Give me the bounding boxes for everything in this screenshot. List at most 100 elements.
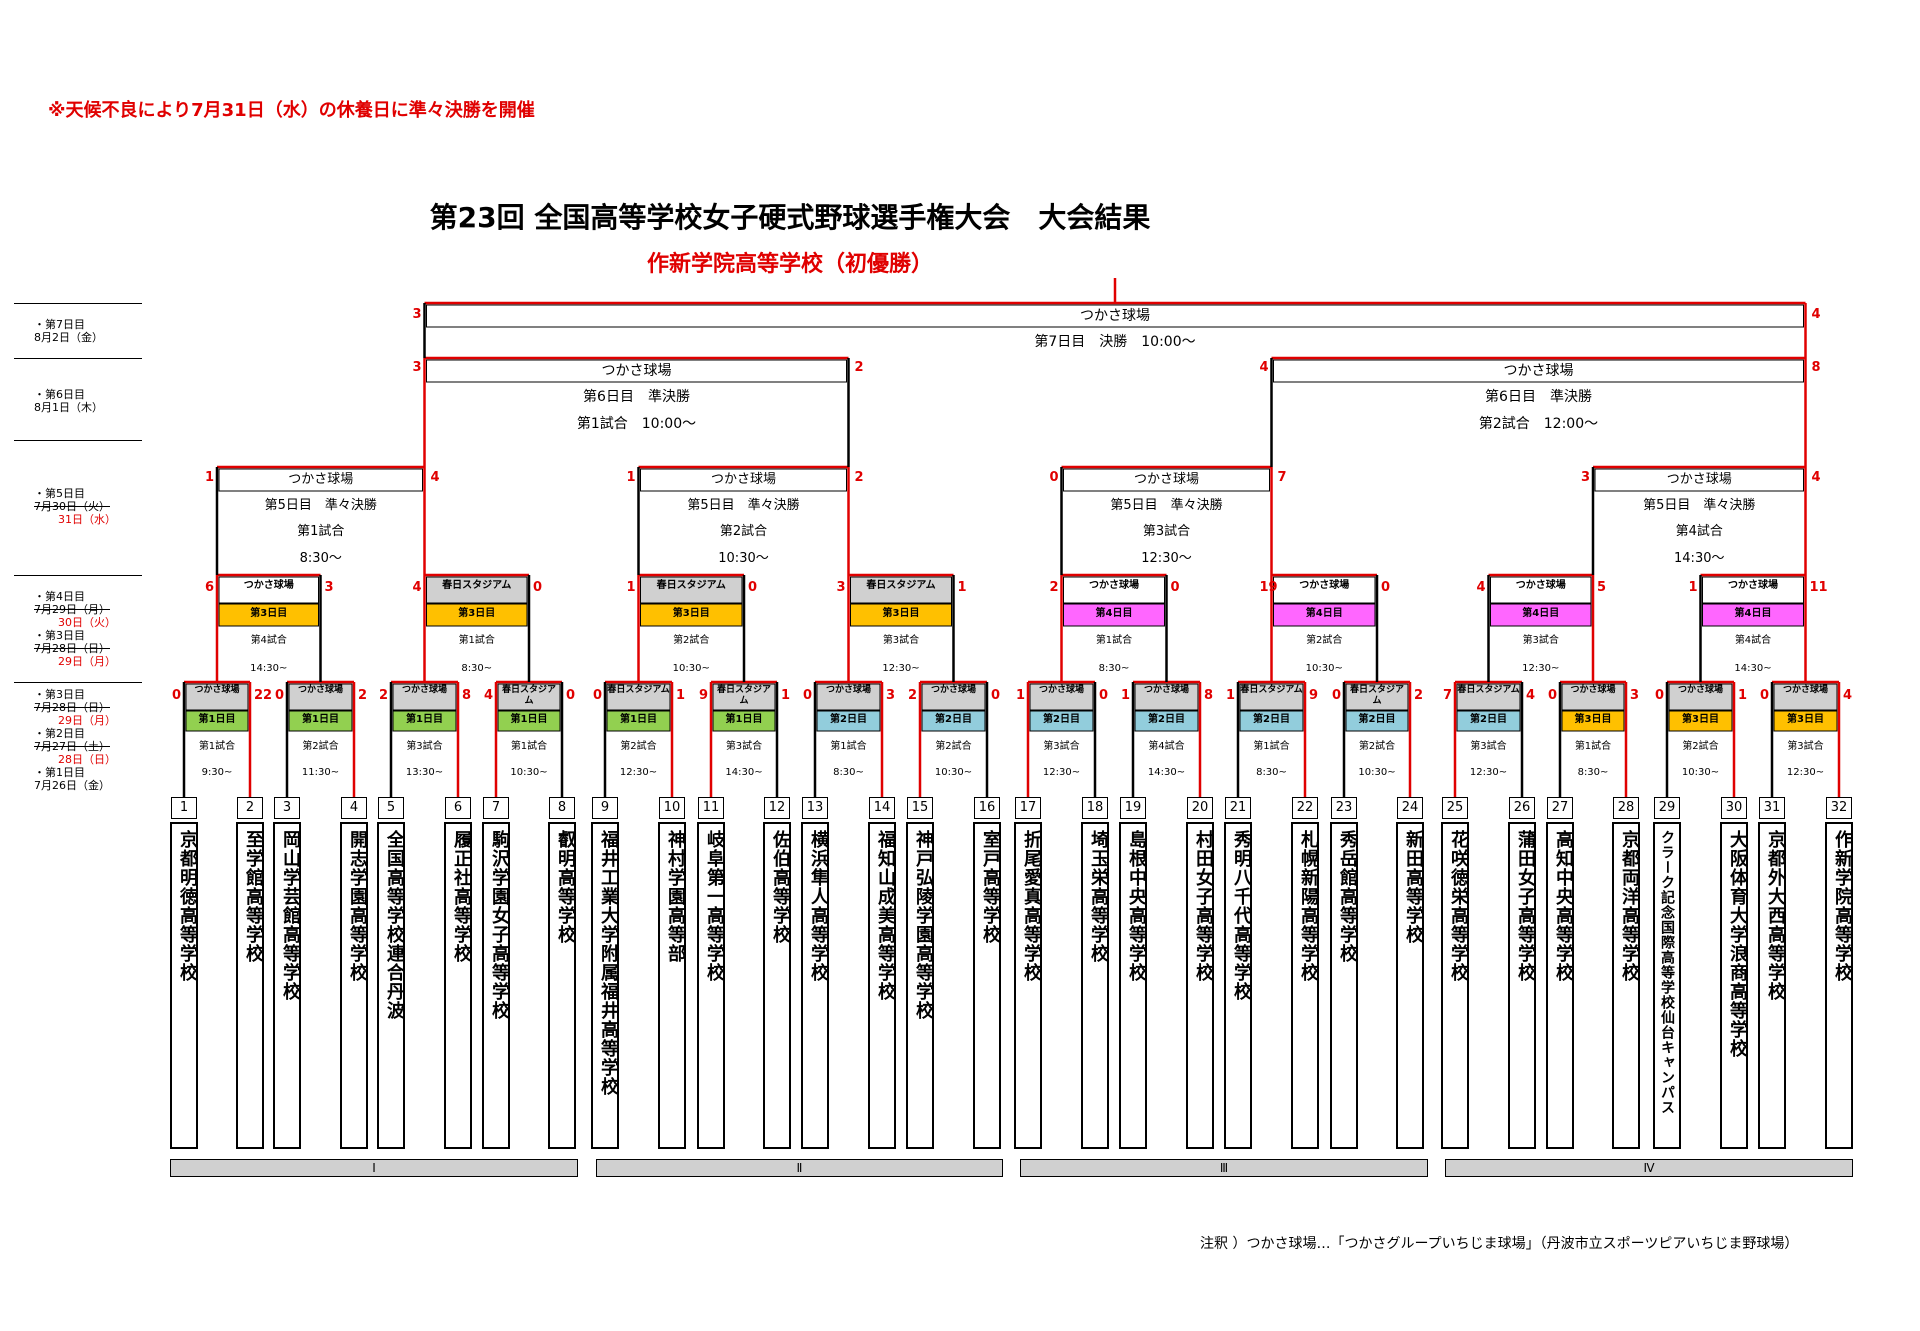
right-score: 22 [254, 688, 273, 703]
day-label-line: ・第4日目 [34, 590, 85, 603]
school-number: 28 [1613, 797, 1639, 819]
game-label: 第3試合 [882, 635, 920, 646]
day-box [1063, 603, 1165, 627]
school-name: 神村学園高等部 [665, 830, 686, 963]
round-label: 第6日目 準決勝 [583, 389, 690, 405]
day-label-line: 31日（水） [58, 513, 116, 526]
time-label: 8:30~ [833, 767, 864, 778]
school-name: 作新学院高等学校 [1832, 830, 1853, 982]
venue-label: 春日スタジアム [442, 580, 512, 591]
school-name: 花咲徳栄高等学校 [1448, 830, 1469, 982]
school-number: 21 [1225, 797, 1251, 819]
school-name: 開志学園高等学校 [347, 830, 368, 982]
school-name: 横浜隼人高等学校 [808, 830, 829, 982]
venue-label: つかさ球場 [1570, 685, 1616, 695]
day-box [1490, 603, 1592, 627]
school-box: 横浜隼人高等学校 [801, 822, 829, 1149]
day-label-line: ・第7日目 [34, 318, 85, 331]
time-label: 8:30~ [461, 663, 493, 674]
right-score: 4 [1811, 470, 1821, 485]
venue-box [1668, 683, 1733, 711]
right-score: 2 [854, 470, 864, 485]
game-label: 第3試合 [1043, 741, 1080, 752]
school-name: 神戸弘陵学園高等学校 [913, 830, 934, 1020]
school-number: 12 [764, 797, 790, 819]
time-label: 12:30~ [1469, 767, 1508, 778]
left-score: 1 [1016, 688, 1026, 703]
day-box [640, 603, 743, 627]
round-label: 第5日目 準々決勝 [264, 498, 377, 513]
left-score: 4 [1476, 580, 1486, 595]
school-box: 秀明八千代高等学校 [1224, 822, 1252, 1149]
game-label: 第4試合 [1734, 635, 1772, 646]
day-label-line: 7月28日（日） [34, 642, 110, 655]
venue-label: つかさ球場 [243, 580, 294, 591]
day-label: 第1日目 [510, 714, 548, 725]
day-box [392, 710, 457, 732]
game-label: 第2試合 [302, 741, 339, 752]
school-number: 19 [1120, 797, 1146, 819]
game-label: 第3試合 [1142, 524, 1191, 539]
venue-label: つかさ球場 [1515, 580, 1566, 591]
school-name: 至学館高等学校 [243, 830, 264, 963]
time-label: 12:30~ [619, 767, 658, 778]
venue-box [218, 468, 423, 492]
day-box [426, 603, 528, 627]
right-score: 5 [1597, 580, 1607, 595]
left-score: 1 [626, 470, 636, 485]
school-name: 京都明徳高等学校 [177, 830, 198, 982]
school-box: 神村学園高等部 [658, 822, 686, 1149]
school-name: 島根中央高等学校 [1126, 830, 1147, 982]
time-label: 10:30~ [672, 663, 710, 674]
right-score: 2 [854, 360, 864, 375]
day-box [1345, 710, 1409, 732]
school-box: 叡明高等学校 [548, 822, 576, 1149]
left-score: 1 [1226, 688, 1236, 703]
venue-box [850, 576, 952, 604]
venue-box [392, 683, 457, 711]
day-label-line: ・第1日目 [34, 766, 85, 779]
day-box [712, 710, 776, 732]
day-box [218, 603, 319, 627]
time-label: 12:30~ [1522, 663, 1560, 674]
venue-label: つかさ球場 [601, 363, 672, 379]
school-number: 10 [659, 797, 685, 819]
school-number: 32 [1826, 797, 1852, 819]
school-name: 全国高等学校連合丹波 [384, 830, 405, 1020]
school-name: 岐阜第一高等学校 [704, 830, 725, 982]
day-label-line: ・第3日目 [34, 629, 85, 642]
game-label: 第1試合 [297, 524, 345, 539]
day-label: 第3日目 [882, 608, 920, 619]
school-number: 18 [1082, 797, 1108, 819]
school-number: 11 [698, 797, 724, 819]
school-box: 京都明徳高等学校 [170, 822, 198, 1149]
venue-box [288, 683, 353, 711]
school-name: 駒沢学園女子高等学校 [489, 830, 510, 1020]
school-number: 17 [1015, 797, 1041, 819]
venue-label: つかさ球場 [297, 685, 343, 695]
day-box [1456, 710, 1521, 732]
game-label: 第1試合 [1095, 635, 1133, 646]
left-score: 3 [412, 360, 422, 375]
left-score: 3 [412, 307, 422, 322]
left-score: 0 [1655, 688, 1665, 703]
venue-label: つかさ球場 [1503, 363, 1574, 379]
game-label: 第4試合 [250, 635, 287, 646]
round-label: 第5日目 準々決勝 [1110, 498, 1223, 513]
game-label: 第3試合 [1470, 741, 1507, 752]
game-label: 第2試合 [1358, 741, 1396, 752]
venue-label: つかさ球場 [288, 472, 354, 487]
game-label: 第1試合 [510, 741, 548, 752]
time-label: 12:30~ [1786, 767, 1825, 778]
school-name: 佐伯高等学校 [770, 830, 791, 944]
school-name: 札幌新陽高等学校 [1298, 830, 1319, 982]
day-label-line: 29日（月） [58, 714, 116, 727]
school-box: 駒沢学園女子高等学校 [482, 822, 510, 1149]
right-score: 8 [462, 688, 472, 703]
game-label: 第2試合 [1306, 635, 1343, 646]
left-score: 0 [1049, 470, 1059, 485]
day-box [1773, 710, 1838, 732]
venue-box [426, 359, 847, 383]
day-label: 第2日目 [1043, 714, 1080, 725]
school-name: 履正社高等学校 [451, 830, 472, 963]
